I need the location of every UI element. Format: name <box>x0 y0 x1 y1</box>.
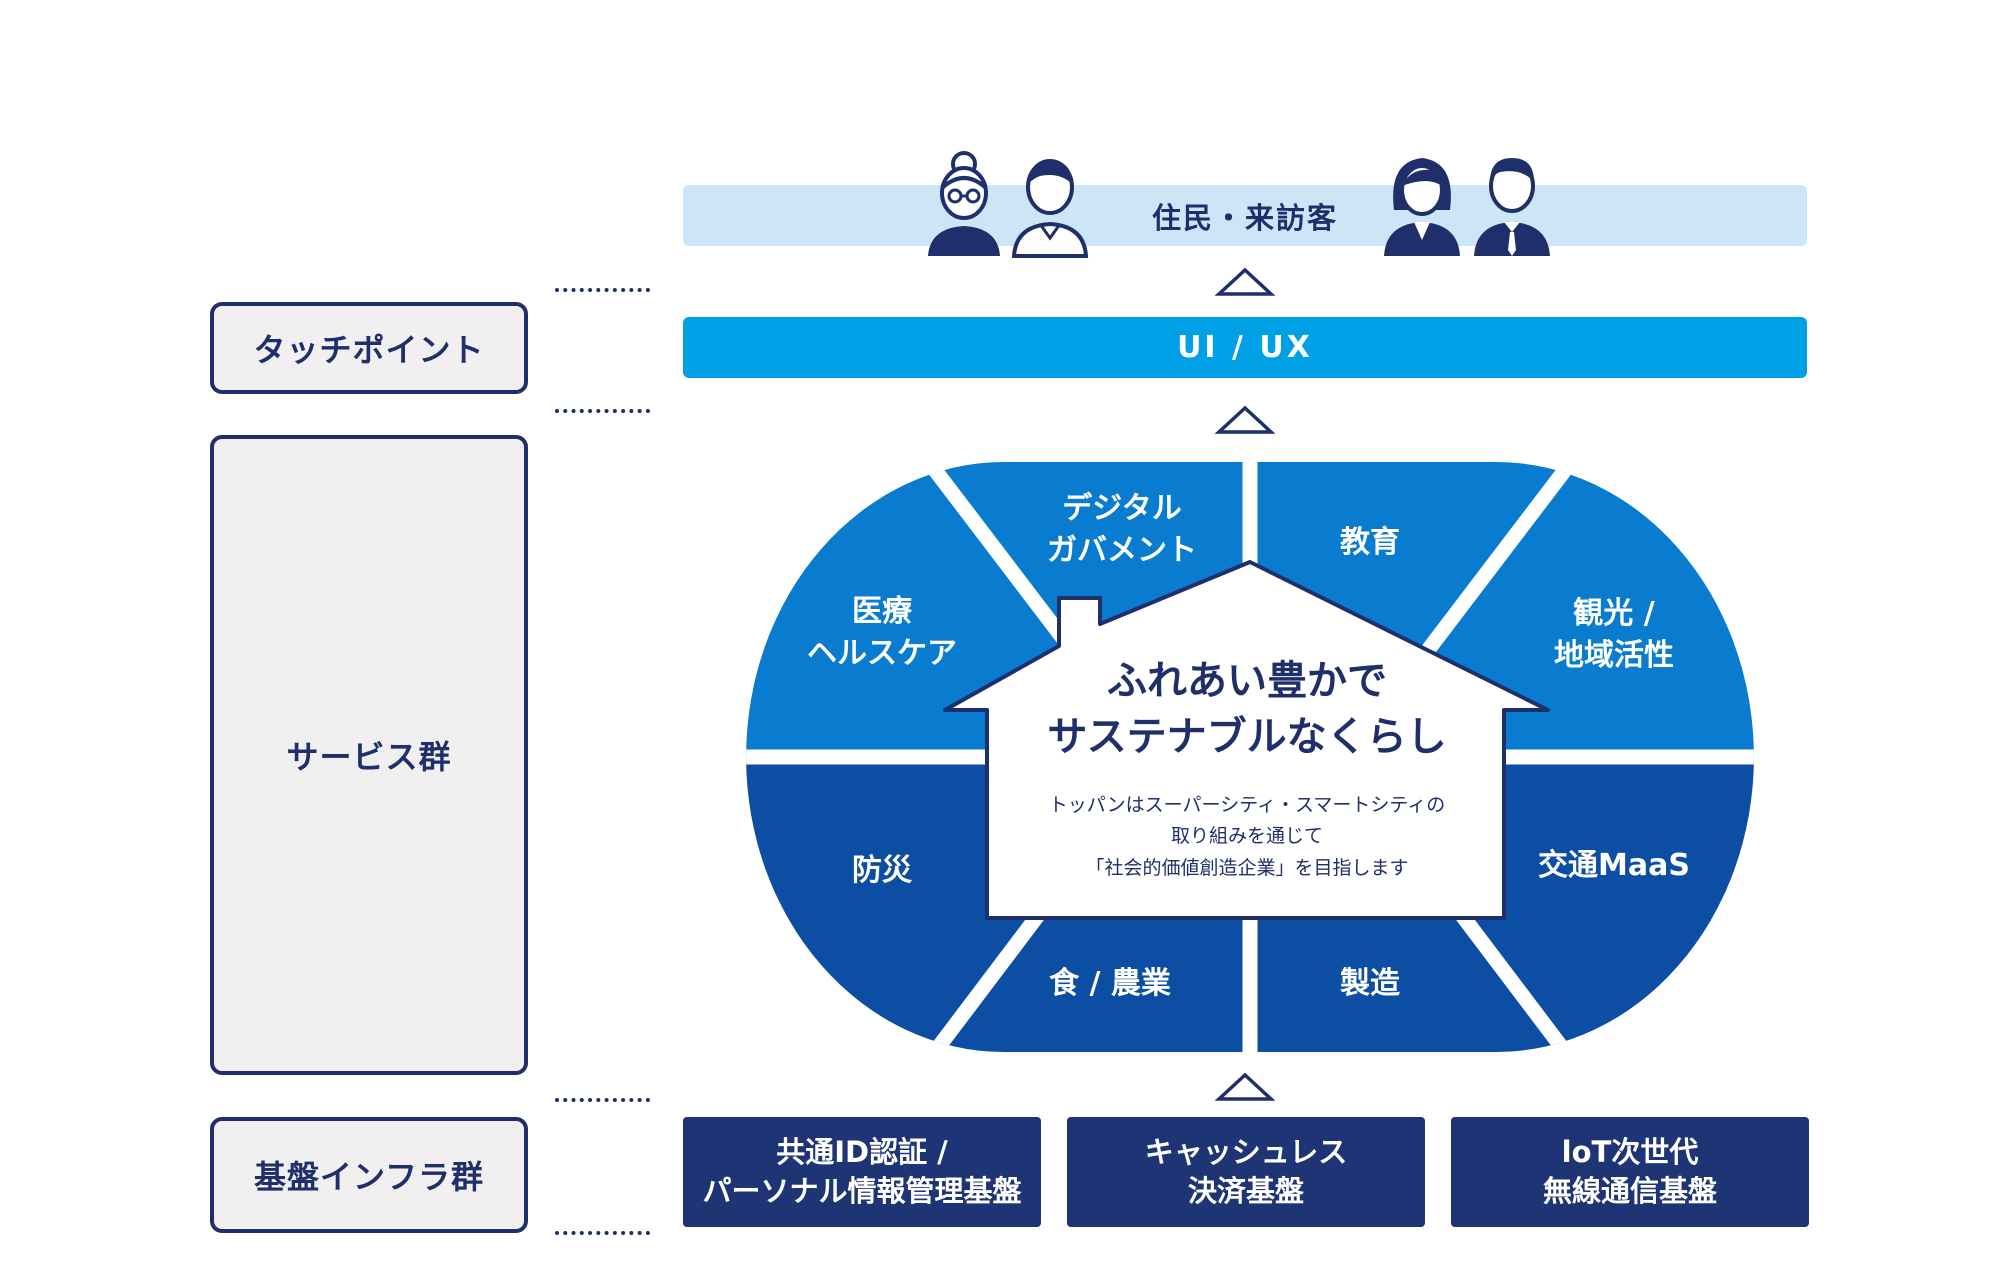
house-shape <box>943 560 1550 920</box>
person-businessman-icon <box>1474 158 1550 256</box>
service-education: 教育 <box>1340 525 1400 560</box>
infra-payment-line2: 決済基盤 <box>1187 1174 1304 1208</box>
infra-box-id: 共通ID認証 / パーソナル情報管理基盤 <box>683 1117 1041 1227</box>
infra-box-iot: loT次世代 無線通信基盤 <box>1451 1117 1809 1227</box>
divider-dots-1 <box>555 288 650 292</box>
services-diagram: デジタル ガバメント 教育 医療 ヘルスケア 観光 / 地域活性 防災 交通Ma… <box>746 462 1754 1052</box>
service-disaster: 防災 <box>852 853 913 888</box>
touchpoint-label: タッチポイント <box>210 302 528 394</box>
up-triangle-icon <box>1215 405 1275 434</box>
infra-payment-line1: キャッシュレス <box>1144 1134 1348 1169</box>
person-young-man-icon <box>1011 159 1089 258</box>
residents-bar: 住民・来訪客 <box>683 185 1807 246</box>
service-manufacturing: 製造 <box>1340 966 1400 1001</box>
uiux-bar: UI / UX <box>683 317 1807 378</box>
house-desc-2: 取り組みを通じて <box>1171 825 1323 847</box>
divider-dots-3 <box>555 1098 650 1102</box>
service-tourism-1: 観光 / <box>1573 596 1654 631</box>
infra-iot-line1: loT次世代 <box>1561 1134 1699 1169</box>
service-digital-gov-1: デジタル <box>1062 491 1181 526</box>
infra-id-line1: 共通ID認証 / <box>776 1134 948 1169</box>
service-medical-1: 医療 <box>852 594 912 629</box>
person-elderly-woman-icon <box>928 151 1000 256</box>
infra-id-line2: パーソナル情報管理基盤 <box>702 1174 1022 1208</box>
infra-label: 基盤インフラ群 <box>210 1117 528 1233</box>
uiux-label: UI / UX <box>1177 330 1313 365</box>
house-title-2: サステナブルなくらし <box>1047 714 1446 760</box>
house-desc-3: 「社会的価値創造企業」を目指します <box>1085 857 1408 879</box>
up-triangle-icon <box>1215 1072 1275 1101</box>
service-digital-gov-2: ガバメント <box>1047 533 1197 568</box>
divider-dots-4 <box>555 1231 650 1235</box>
infra-iot-line2: 無線通信基盤 <box>1542 1174 1717 1208</box>
person-businesswoman-icon <box>1384 158 1460 256</box>
services-label: サービス群 <box>210 435 528 1075</box>
divider-dots-2 <box>555 409 650 413</box>
house-desc-1: トッパンはスーパーシティ・スマートシティの <box>1049 794 1446 816</box>
infra-box-payment: キャッシュレス 決済基盤 <box>1067 1117 1425 1227</box>
service-medical-2: ヘルスケア <box>807 636 957 671</box>
service-transport: 交通MaaS <box>1538 848 1690 883</box>
residents-label: 住民・来訪客 <box>1151 200 1338 235</box>
house-title-1: ふれあい豊かで <box>1107 658 1387 704</box>
up-triangle-icon <box>1215 267 1275 296</box>
service-food: 食 / 農業 <box>1049 966 1171 1001</box>
service-tourism-2: 地域活性 <box>1554 638 1674 673</box>
